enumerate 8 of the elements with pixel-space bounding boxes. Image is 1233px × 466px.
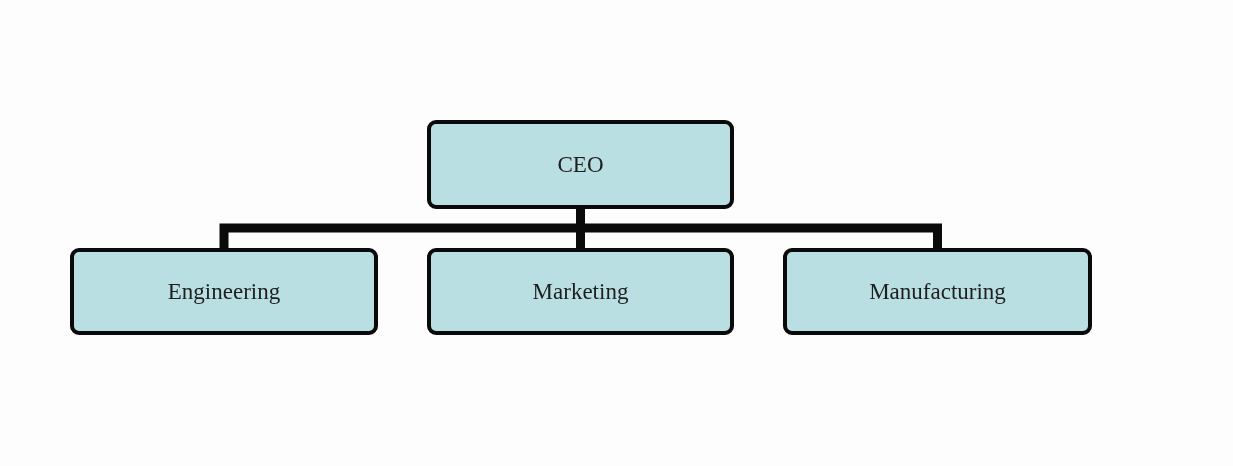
box-label: Manufacturing	[869, 278, 1006, 305]
box-label: Engineering	[167, 278, 281, 305]
org-box	[427, 120, 734, 209]
box-label: Marketing	[532, 278, 629, 305]
org-box	[783, 248, 1092, 335]
org-box	[427, 248, 734, 335]
box-label: CEO	[557, 151, 604, 178]
org-box	[70, 248, 378, 335]
